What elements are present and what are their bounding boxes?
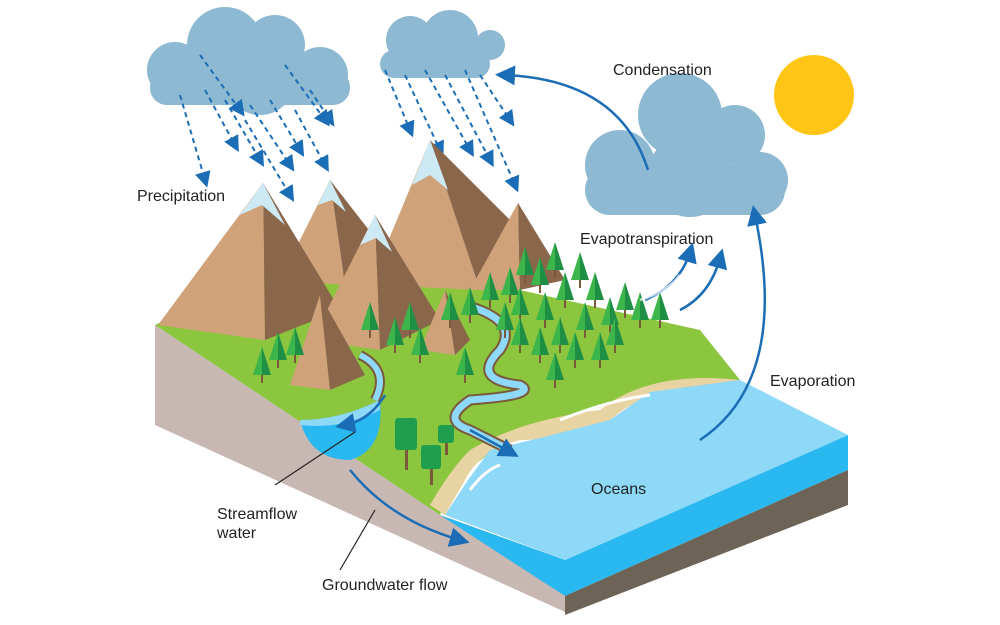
ocean-side: [440, 435, 848, 596]
conifer-tree: [536, 292, 554, 328]
conifer-tree: [269, 332, 287, 368]
streamflow-leader: [274, 431, 356, 486]
mountains: [158, 140, 565, 390]
conifer-tree: [571, 252, 589, 288]
conifer-tree: [286, 327, 304, 363]
conifer-tree: [253, 347, 271, 383]
conifer-tree: [591, 332, 609, 368]
bedrock-side: [565, 470, 848, 615]
conifer-tree: [361, 302, 379, 338]
conifer-tree: [606, 317, 624, 353]
conifer-tree: [586, 272, 604, 308]
evapotranspiration-arrow-2: [679, 248, 728, 312]
condensation-arrow: [495, 65, 650, 171]
conifer-tree: [576, 302, 594, 338]
conifer-tree: [461, 287, 479, 323]
conifer-tree: [481, 272, 499, 308]
conifer-tree: [601, 297, 619, 333]
deciduous-trees: [395, 418, 454, 485]
conifer-tree: [616, 282, 634, 318]
conifer-tree: [566, 332, 584, 368]
conifer-tree: [456, 347, 474, 383]
conifer-tree: [531, 327, 549, 363]
conifer-tree: [496, 302, 514, 338]
label-streamflow-water: Streamflow water: [217, 506, 298, 542]
conifer-tree: [411, 327, 429, 363]
conifer-tree: [551, 317, 569, 353]
conifer-tree: [501, 267, 519, 303]
conifer-tree: [386, 317, 404, 353]
label-condensation: Condensation: [613, 62, 712, 79]
conifer-tree: [556, 272, 574, 308]
label-evaporation: Evaporation: [770, 373, 856, 390]
groundwater-leader: [339, 509, 376, 571]
conifer-tree: [516, 247, 534, 283]
label-oceans: Oceans: [591, 481, 647, 498]
evaporation-arrow: [699, 205, 767, 442]
cloud-middle: [380, 10, 505, 78]
rain-arrows: [179, 54, 520, 202]
conifer-tree: [531, 257, 549, 293]
label-groundwater-flow: Groundwater flow: [322, 577, 448, 594]
label-precipitation: Precipitation: [137, 188, 226, 205]
cloud-condensation: [585, 73, 788, 217]
cloud-left: [147, 7, 350, 115]
conifer-tree: [546, 352, 564, 388]
sun: [774, 55, 854, 135]
conifer-tree: [441, 292, 459, 328]
river-arrow: [469, 428, 519, 457]
conifer-tree: [651, 292, 669, 328]
conifer-tree: [401, 302, 419, 338]
conifer-tree: [511, 317, 529, 353]
groundwater-arrow: [349, 469, 470, 547]
label-evapotranspiration: Evapotranspiration: [580, 231, 714, 248]
cycle-arrows: [335, 65, 767, 547]
forest: [253, 242, 669, 388]
stream-arrow: [335, 394, 387, 433]
conifer-tree: [546, 242, 564, 278]
ocean-surface: [445, 380, 848, 560]
evapotranspiration-arrow-1: [644, 242, 697, 302]
